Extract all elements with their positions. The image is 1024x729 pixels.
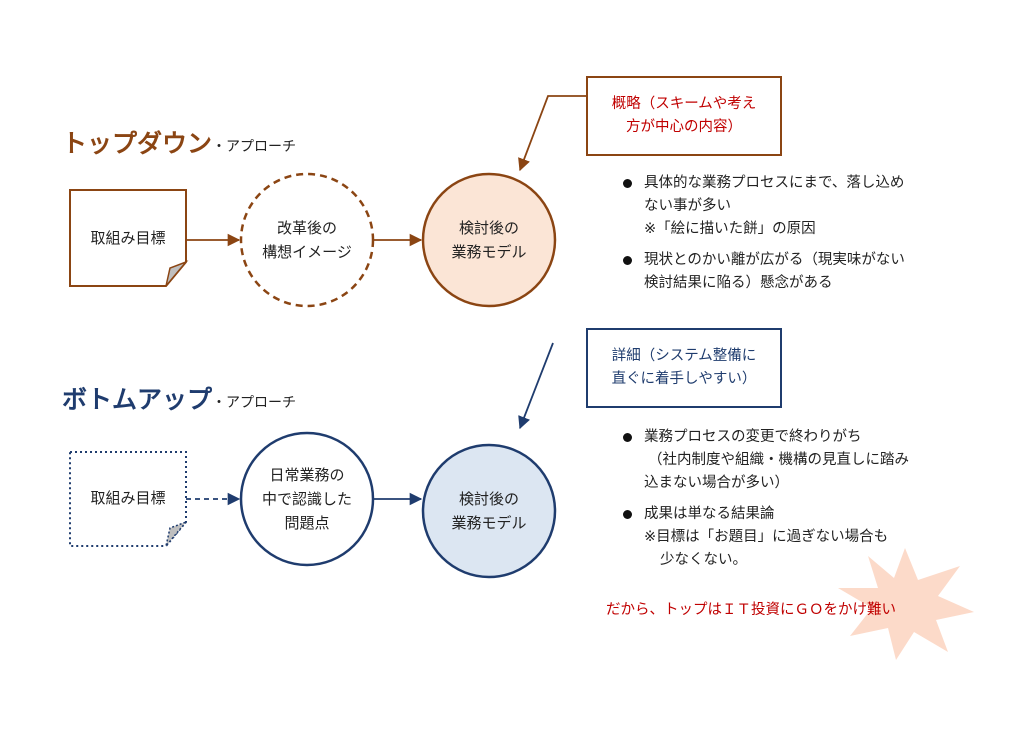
top-goal-note-fold	[165, 260, 189, 287]
bottom-model-line-1: 検討後の	[458, 490, 519, 508]
bottom-bullet-2: 成果は単なる結果論 ※目標は「お題目」に過ぎない場合も 少なくない。	[622, 503, 1012, 572]
top-bullet-2-line-1: 現状とのかい離が広がる（現実味がない	[644, 252, 905, 268]
top-plan-line-2: 構想イメージ	[262, 243, 352, 261]
top-goal-label: 取組み目標	[90, 229, 166, 247]
bottom-bullet-2-line-1: 成果は単なる結果論	[644, 506, 775, 522]
top-bullet-1: 具体的な業務プロセスにまで、落し込め ない事が多い ※「絵に描いた餅」の原因	[622, 172, 1012, 241]
bottom-model-label: 検討後の 業務モデル	[423, 485, 555, 537]
bottom-title: ボトムアップ	[62, 385, 213, 414]
bottom-bullet-1-line-1: 業務プロセスの変更で終わりがち	[644, 429, 862, 445]
top-bullet-list: 具体的な業務プロセスにまで、落し込め ない事が多い ※「絵に描いた餅」の原因 現…	[622, 172, 1012, 303]
bottom-bullet-1-line-3: 込まない場合が多い）	[644, 475, 789, 491]
bottom-issues-label: 日常業務の 中で認識した 問題点	[241, 460, 373, 538]
top-plan-line-1: 改革後の	[276, 219, 337, 237]
bottom-bullet-list: 業務プロセスの変更で終わりがち （社内制度や組織・機構の見直しに踏み 込まない場…	[622, 426, 1012, 580]
bottom-issues-line-2: 中で認識した	[261, 490, 352, 508]
bottom-issues-line-3: 問題点	[284, 514, 330, 532]
top-model-line-2: 業務モデル	[451, 243, 527, 261]
top-bullet-2-line-2: 検討結果に陥る）懸念がある	[644, 275, 833, 291]
top-callout-line-2: 方が中心の内容）	[626, 119, 742, 135]
top-model-circle	[421, 172, 557, 308]
bottom-bullet-2-line-2: ※目標は「お題目」に過ぎない場合も	[644, 529, 889, 545]
bottom-issues-line-1: 日常業務の	[269, 466, 345, 484]
top-model-label: 検討後の 業務モデル	[423, 214, 555, 266]
bottom-callout-pointer	[518, 342, 554, 430]
bottom-bullet-1-line-2: （社内制度や組織・機構の見直しに踏み	[648, 452, 909, 468]
bottom-model-line-2: 業務モデル	[451, 514, 527, 532]
top-plan-label: 改革後の 構想イメージ	[241, 214, 373, 266]
top-subtitle: ・アプローチ	[212, 139, 296, 155]
bottom-subtitle: ・アプローチ	[212, 395, 296, 411]
top-callout-line-1: 概略（スキームや考え	[611, 96, 757, 112]
conclusion-text: だから、トップはＩＴ投資にＧＯをかけ難い	[606, 602, 896, 618]
bottom-bullet-1: 業務プロセスの変更で終わりがち （社内制度や組織・機構の見直しに踏み 込まない場…	[622, 426, 1012, 495]
top-title: トップダウン	[62, 129, 213, 158]
top-callout-pointer	[518, 95, 588, 172]
bottom-model-circle	[421, 443, 557, 579]
top-callout: 概略（スキームや考え 方が中心の内容）	[586, 76, 782, 156]
bottom-callout: 詳細（システム整備に 直ぐに着手しやすい）	[586, 328, 782, 408]
bottom-goal-note-fold	[165, 520, 189, 547]
bottom-goal-label: 取組み目標	[90, 489, 166, 507]
bottom-callout-line-2: 直ぐに着手しやすい）	[611, 371, 757, 387]
top-bullet-1-line-2: ない事が多い	[644, 198, 731, 214]
bottom-callout-line-1: 詳細（システム整備に	[611, 348, 757, 364]
starburst-shape	[838, 548, 974, 660]
top-bullet-2: 現状とのかい離が広がる（現実味がない 検討結果に陥る）懸念がある	[622, 249, 1012, 295]
top-bullet-1-line-1: 具体的な業務プロセスにまで、落し込め	[644, 175, 905, 191]
top-bullet-1-line-3: ※「絵に描いた餅」の原因	[644, 221, 816, 237]
top-model-line-1: 検討後の	[458, 219, 519, 237]
bottom-bullet-2-line-3: 少なくない。	[660, 552, 747, 568]
